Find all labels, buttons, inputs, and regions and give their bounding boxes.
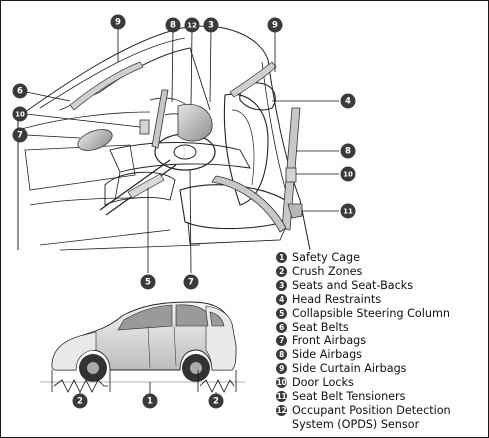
- legend-number-badge: 2: [276, 265, 287, 277]
- callout-number: 3: [208, 21, 214, 31]
- driver-airbag-inflated: [177, 103, 213, 142]
- seat-belt-straps: [151, 89, 301, 233]
- callout-bottom-5: 5: [140, 274, 156, 290]
- legend-item: 1 Safety Cage: [276, 251, 488, 265]
- legend-item: 4 Head Restraints: [276, 293, 488, 307]
- steering-column-band: [127, 173, 165, 199]
- callout-top-3: 3: [203, 17, 219, 33]
- legend-label: Safety Cage: [292, 251, 360, 264]
- legend-number-badge: 10: [276, 377, 287, 389]
- front-airbag-passenger: [77, 129, 113, 151]
- callout-number: 8: [345, 147, 351, 157]
- legend-item: 11 Seat Belt Tensioners: [276, 390, 488, 404]
- callout-number: 5: [145, 278, 151, 288]
- callout-number: 9: [115, 18, 121, 28]
- callout-number: 8: [170, 21, 176, 31]
- legend-item: 3 Seats and Seat-Backs: [276, 279, 488, 293]
- callout-right-4: 4: [340, 93, 356, 109]
- legend-number-badge: 3: [276, 279, 287, 291]
- legend-label: Seat Belt Tensioners: [292, 390, 406, 404]
- legend-item: 5 Collapsible Steering Column: [276, 307, 488, 321]
- legend-item: 7 Front Airbags: [276, 334, 488, 348]
- callout-number: 2: [213, 397, 219, 407]
- legend-number-badge: 1: [276, 252, 287, 263]
- callout-car-2-rear: 2: [208, 393, 224, 409]
- callout-bottom-7: 7: [183, 274, 199, 290]
- callout-number: 7: [188, 278, 194, 288]
- callout-left-7: 7: [12, 127, 28, 143]
- callout-number: 12: [187, 22, 197, 30]
- belt-tensioner-part: [287, 203, 303, 219]
- callout-number: 9: [272, 21, 278, 31]
- callout-number: 4: [345, 97, 351, 107]
- callout-right-11: 11: [340, 203, 356, 219]
- legend-number-badge: 4: [276, 293, 287, 305]
- legend-item: 2 Crush Zones: [276, 265, 488, 279]
- legend-label: Crush Zones: [292, 264, 363, 278]
- callout-right-8: 8: [340, 143, 356, 159]
- callout-left-10: 10: [12, 106, 28, 122]
- legend-label: Side Curtain Airbags: [292, 362, 407, 376]
- callout-top-12: 12: [184, 17, 200, 33]
- callout-right-10: 10: [340, 166, 356, 182]
- callout-number: 2: [77, 397, 83, 407]
- legend-number-badge: 5: [276, 307, 287, 319]
- callout-left-6: 6: [12, 83, 28, 99]
- legend-number-badge: 7: [276, 335, 287, 347]
- callout-number: 1: [147, 397, 153, 407]
- legend-label: Door Locks: [292, 376, 354, 390]
- legend-label: Front Airbags: [292, 334, 367, 348]
- legend-item: 9 Side Curtain Airbags: [276, 362, 488, 376]
- callout-top-8: 8: [165, 17, 181, 33]
- side-airbag-seat: [285, 167, 297, 183]
- callout-car-1: 1: [142, 393, 158, 409]
- callout-car-2-front: 2: [72, 393, 88, 409]
- legend-list: 1 Safety Cage 2 Crush Zones 3 Seats and Sea…: [276, 251, 488, 432]
- callout-top-9-left: 9: [110, 14, 126, 30]
- callout-number: 6: [17, 87, 23, 97]
- legend-number-badge: 6: [276, 321, 287, 333]
- legend-label: Occupant Position Detection: [292, 403, 451, 417]
- legend-label: Head Restraints: [292, 292, 382, 306]
- callout-number: 11: [343, 208, 353, 216]
- legend-label: Collapsible Steering Column: [292, 306, 450, 320]
- callout-top-9-right: 9: [267, 17, 283, 33]
- crush-zone-markers: [51, 370, 237, 397]
- legend-label: Seat Belts: [292, 320, 349, 334]
- callout-number: 10: [343, 171, 353, 179]
- legend-item: 10 Door Locks: [276, 376, 488, 390]
- legend-number-badge: 11: [276, 391, 287, 403]
- cabin-interior-drawing: [17, 25, 311, 251]
- legend-label: Seats and Seat-Backs: [292, 278, 414, 292]
- legend-number-badge: 12: [276, 404, 287, 416]
- legend-item: 8 Side Airbags: [276, 348, 488, 362]
- side-curtain-airbag-strips: [69, 61, 277, 111]
- door-lock-part: [139, 119, 150, 135]
- legend-number-badge: 8: [276, 349, 287, 361]
- car-side-view: [40, 301, 245, 383]
- legend-label: Side Airbags: [292, 348, 362, 362]
- legend-item: 6 Seat Belts: [276, 321, 488, 335]
- leader-lines: [25, 27, 339, 274]
- callout-number: 7: [17, 131, 23, 141]
- callout-number: 10: [15, 111, 25, 119]
- legend-label-line2: System (OPDS) Sensor: [292, 417, 420, 431]
- legend-number-badge: 9: [276, 363, 287, 375]
